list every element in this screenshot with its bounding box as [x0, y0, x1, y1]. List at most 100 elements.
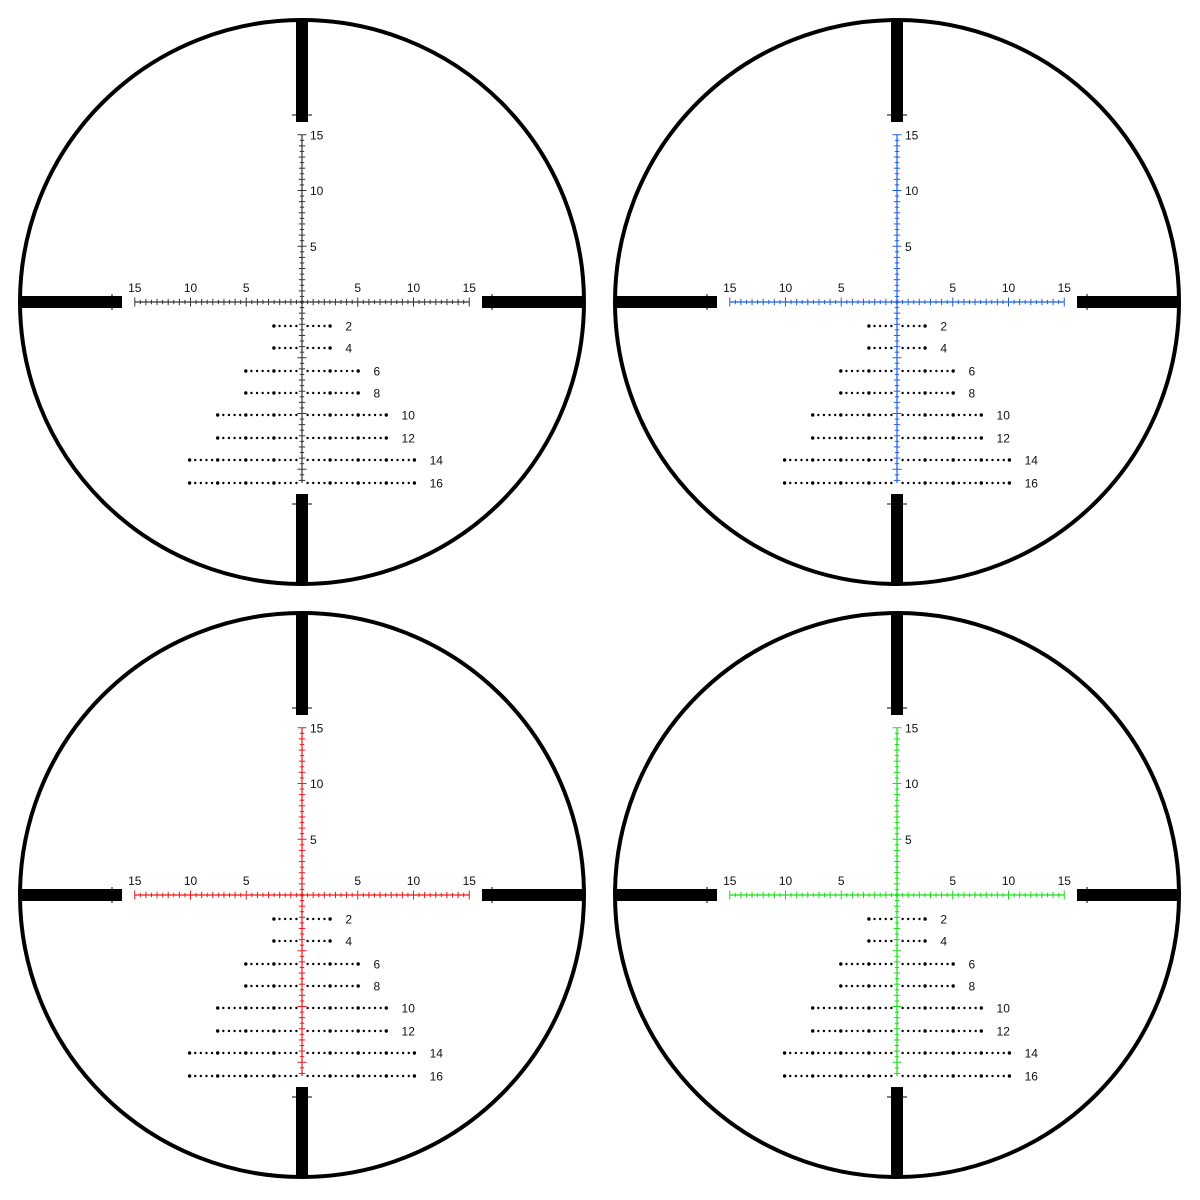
- holdover-label: 4: [940, 935, 947, 949]
- holdover-dot: [918, 369, 921, 373]
- holdover-dot: [817, 458, 820, 462]
- holdover-dot: [850, 436, 854, 440]
- holdover-dot: [890, 436, 893, 440]
- holdover-dot: [396, 1074, 399, 1078]
- holdover-dot: [334, 1029, 337, 1033]
- holdover-dot: [890, 481, 893, 485]
- holdover-dot: [312, 962, 315, 966]
- holdover-dot: [873, 1006, 876, 1010]
- holdover-dot: [873, 939, 876, 943]
- holdover-dot: [867, 1006, 871, 1010]
- holdover-dot: [979, 481, 983, 485]
- holdover-dot: [963, 413, 966, 417]
- holdover-dot: [918, 481, 921, 485]
- holdover-dot: [996, 481, 1000, 485]
- holdover-dot: [238, 436, 242, 440]
- holdover-dot: [878, 324, 882, 328]
- post-left: [20, 889, 122, 901]
- holdover-dot: [839, 369, 843, 373]
- holdover-dot: [306, 369, 309, 373]
- holdover-dot: [839, 1006, 843, 1010]
- holdover-dot: [867, 917, 871, 921]
- holdover-dot: [957, 1074, 961, 1078]
- holdover-dot: [974, 413, 977, 417]
- holdover-dot: [283, 939, 287, 943]
- holdover-dot: [261, 1074, 264, 1078]
- holdover-dot: [856, 436, 859, 440]
- holdover-dot: [862, 984, 865, 988]
- holdover-dot: [317, 1051, 321, 1055]
- holdover-dot: [839, 962, 843, 966]
- holdover-dot: [222, 481, 225, 485]
- h-label-right: 10: [1002, 874, 1016, 888]
- holdover-dot: [951, 962, 955, 966]
- holdover-dot: [278, 481, 281, 485]
- holdover-dot: [356, 1074, 360, 1078]
- holdover-dot: [940, 436, 944, 440]
- holdover-dot: [401, 1051, 405, 1055]
- holdover-dot: [884, 939, 887, 943]
- holdover-dot: [873, 1074, 876, 1078]
- holdover-dot: [379, 1006, 382, 1010]
- holdover-dot: [789, 481, 792, 485]
- holdover-dot: [951, 481, 955, 485]
- holdover-dot: [295, 1029, 298, 1033]
- v-label: 10: [905, 777, 919, 791]
- holdover-dot: [227, 436, 231, 440]
- holdover-dot: [312, 917, 315, 921]
- holdover-dot: [789, 1051, 792, 1055]
- holdover-dot: [334, 1074, 337, 1078]
- holdover-dot: [267, 413, 270, 417]
- holdover-dot: [940, 1051, 944, 1055]
- holdover-dot: [272, 1051, 276, 1055]
- holdover-dot: [261, 1006, 264, 1010]
- holdover-label: 6: [373, 958, 380, 972]
- holdover-dot: [255, 1029, 259, 1033]
- h-label-left: 10: [779, 874, 793, 888]
- holdover-dot: [210, 458, 214, 462]
- holdover-label: 16: [1025, 477, 1039, 491]
- holdover-dot: [878, 1029, 882, 1033]
- holdover-dot: [289, 1006, 292, 1010]
- holdover-dot: [205, 481, 208, 485]
- holdover-dot: [884, 324, 887, 328]
- holdover-dot: [407, 458, 410, 462]
- holdover-dot: [278, 436, 281, 440]
- holdover-dot: [940, 1006, 944, 1010]
- h-label-left: 5: [838, 874, 845, 888]
- h-label-left: 10: [184, 281, 198, 295]
- holdover-dot: [328, 369, 332, 373]
- holdover-dot: [850, 962, 854, 966]
- holdover-dot: [194, 458, 197, 462]
- holdover-dot: [289, 962, 292, 966]
- holdover-dot: [283, 481, 287, 485]
- holdover-dot: [334, 984, 337, 988]
- holdover-dot: [918, 917, 921, 921]
- holdover-dot: [412, 458, 417, 462]
- holdover-dot: [379, 481, 382, 485]
- holdover-label: 6: [968, 365, 975, 379]
- holdover-dot: [850, 984, 854, 988]
- holdover-dot: [833, 436, 837, 440]
- holdover-dot: [822, 481, 826, 485]
- holdover-dot: [323, 369, 326, 373]
- holdover-dot: [862, 481, 865, 485]
- holdover-dot: [845, 1029, 848, 1033]
- holdover-dot: [1007, 1051, 1012, 1055]
- holdover-dot: [985, 481, 989, 485]
- holdover-dot: [817, 436, 820, 440]
- h-label-right: 15: [463, 281, 477, 295]
- holdover-dot: [912, 962, 916, 966]
- holdover-dot: [222, 1051, 225, 1055]
- holdover-dot: [278, 939, 281, 943]
- holdover-dot: [390, 1074, 394, 1078]
- holdover-dot: [907, 458, 910, 462]
- holdover-dot: [845, 391, 848, 395]
- holdover-dot: [862, 436, 865, 440]
- holdover-label: 12: [402, 432, 416, 446]
- holdover-dot: [272, 458, 276, 462]
- holdover-dot: [278, 1074, 281, 1078]
- holdover-label: 8: [968, 980, 975, 994]
- holdover-dot: [789, 1074, 792, 1078]
- holdover-label: 12: [997, 432, 1011, 446]
